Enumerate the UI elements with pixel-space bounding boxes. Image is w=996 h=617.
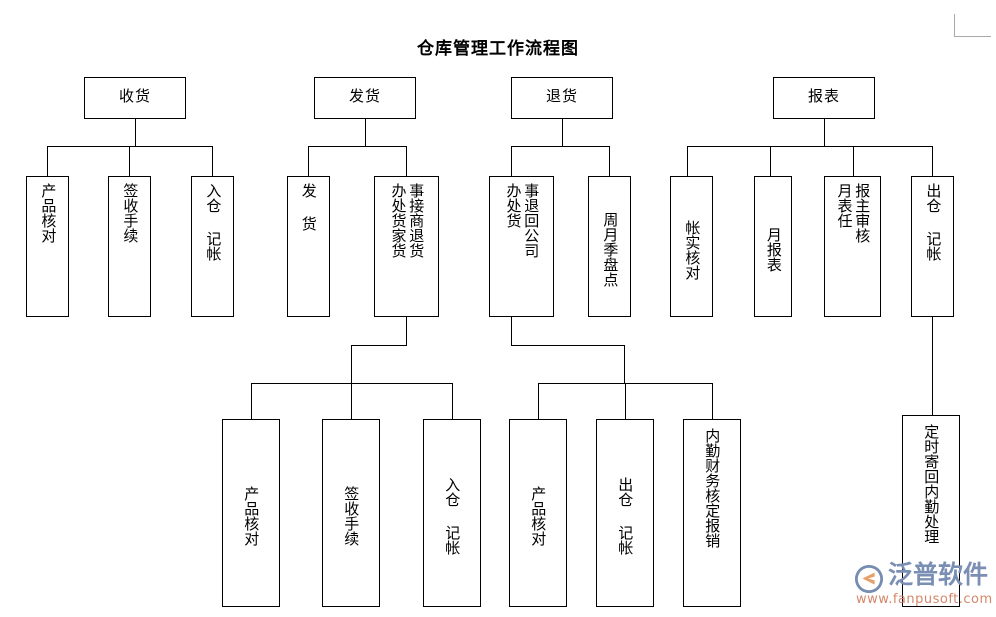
connector-returns-sub-riser xyxy=(624,345,625,383)
connector-reports-drop-2 xyxy=(770,146,771,176)
connector-shipping-sub-drop-2 xyxy=(351,383,352,419)
connector-shipping-sub-riser xyxy=(351,345,352,383)
connector-receiving-drop-2 xyxy=(129,146,130,176)
node-returns-child-2[interactable]: 周月季盘点 xyxy=(588,176,631,317)
node-receiving-root[interactable]: 收货 xyxy=(84,77,186,119)
connector-returns-sub-drop-1 xyxy=(538,383,539,419)
connector-shipping-stem xyxy=(365,119,366,146)
node-label: 月报表 xyxy=(764,227,783,272)
connector-shipping-sub-drop-1 xyxy=(251,383,252,419)
node-label-col-left: 月表任 xyxy=(835,183,854,228)
node-returns-root[interactable]: 退货 xyxy=(511,77,613,119)
connector-reports-bus xyxy=(687,146,933,147)
node-label: 入仓 记帐 xyxy=(443,477,462,555)
node-reports-child-2[interactable]: 月报表 xyxy=(754,176,792,317)
node-returns-sub-1[interactable]: 产品核对 xyxy=(509,419,567,607)
node-label: 发 货 xyxy=(299,183,318,231)
connector-shipping-sub-drop-3 xyxy=(452,383,453,419)
connector-returns-bus xyxy=(511,146,610,147)
node-receiving-child-1[interactable]: 产品核对 xyxy=(26,176,69,317)
node-label: 产品核对 xyxy=(529,486,548,546)
node-label: 产品核对 xyxy=(242,486,261,546)
connector-shipping-sub-jog xyxy=(351,345,407,346)
node-reports-child-1[interactable]: 帐实核对 xyxy=(670,176,713,317)
connector-returns-sub-stem xyxy=(511,317,512,345)
connector-shipping-drop-2 xyxy=(406,146,407,176)
page-title: 仓库管理工作流程图 xyxy=(417,39,579,59)
connector-receiving-stem xyxy=(135,119,136,146)
connector-returns-sub-drop-2 xyxy=(625,383,626,419)
node-shipping-child-2[interactable]: 事接商退货 办处货家货 xyxy=(374,176,439,317)
node-label: 定时寄回内勤处理 xyxy=(922,424,941,544)
node-shipping-root[interactable]: 发货 xyxy=(314,77,416,119)
node-label-col-left: 办处货 xyxy=(504,183,523,228)
connector-returns-sub-drop-3 xyxy=(712,383,713,419)
page-margin-corner-icon xyxy=(954,14,991,37)
connector-reports-drop-4 xyxy=(932,146,933,176)
node-label-col-right: 事接商退货 xyxy=(407,183,426,258)
node-label: 入仓 记帐 xyxy=(204,183,223,261)
node-shipping-sub-3[interactable]: 入仓 记帐 xyxy=(423,419,481,607)
connector-shipping-sub-stem xyxy=(406,317,407,345)
node-label: 退货 xyxy=(545,87,578,105)
connector-receiving-drop-1 xyxy=(47,146,48,176)
node-returns-child-1[interactable]: 事退回公司 办处货 xyxy=(489,176,554,317)
connector-shipping-drop-1 xyxy=(308,146,309,176)
connector-reports-stem xyxy=(824,119,825,146)
node-label: 周月季盘点 xyxy=(601,212,620,287)
node-shipping-sub-2[interactable]: 签收手续 xyxy=(322,419,380,607)
node-shipping-sub-1[interactable]: 产品核对 xyxy=(222,419,280,607)
node-reports-root[interactable]: 报表 xyxy=(773,77,875,119)
connector-returns-drop-1 xyxy=(511,146,512,176)
node-label: 签收手续 xyxy=(342,486,361,546)
connector-receiving-drop-3 xyxy=(212,146,213,176)
node-shipping-child-1[interactable]: 发 货 xyxy=(287,176,330,317)
node-reports-child-3[interactable]: 报主审核 月表任 xyxy=(824,176,881,317)
node-reports-child-4[interactable]: 出仓 记帐 xyxy=(911,176,954,317)
node-returns-sub-2[interactable]: 出仓 记帐 xyxy=(596,419,654,607)
connector-returns-stem xyxy=(562,119,563,146)
node-label: 出仓 记帐 xyxy=(924,183,943,261)
node-label: 产品核对 xyxy=(39,183,58,243)
connector-returns-drop-2 xyxy=(609,146,610,176)
node-label: 收货 xyxy=(118,87,151,105)
node-label-col-right: 事退回公司 xyxy=(522,183,541,258)
node-returns-sub-3[interactable]: 内勤财务核定报销 xyxy=(683,419,741,607)
connector-reports-tail xyxy=(932,317,933,415)
node-label: 帐实核对 xyxy=(683,219,702,280)
node-label: 内勤财务核定报销 xyxy=(703,428,722,548)
connector-shipping-bus xyxy=(308,146,407,147)
connector-reports-drop-1 xyxy=(687,146,688,176)
connector-receiving-bus xyxy=(47,146,213,147)
fanpu-logo-icon xyxy=(854,564,884,594)
node-label: 签收手续 xyxy=(121,183,140,243)
node-label-col-left: 办处货家货 xyxy=(389,183,408,258)
node-receiving-child-2[interactable]: 签收手续 xyxy=(108,176,151,317)
node-label: 出仓 记帐 xyxy=(616,477,635,555)
node-label: 发货 xyxy=(348,87,381,105)
node-receiving-child-3[interactable]: 入仓 记帐 xyxy=(191,176,234,317)
node-label-col-right: 报主审核 xyxy=(853,183,872,243)
connector-reports-drop-3 xyxy=(853,146,854,176)
connector-returns-sub-jog xyxy=(511,345,625,346)
node-report-archive[interactable]: 定时寄回内勤处理 xyxy=(902,415,960,607)
node-label: 报表 xyxy=(807,87,840,105)
